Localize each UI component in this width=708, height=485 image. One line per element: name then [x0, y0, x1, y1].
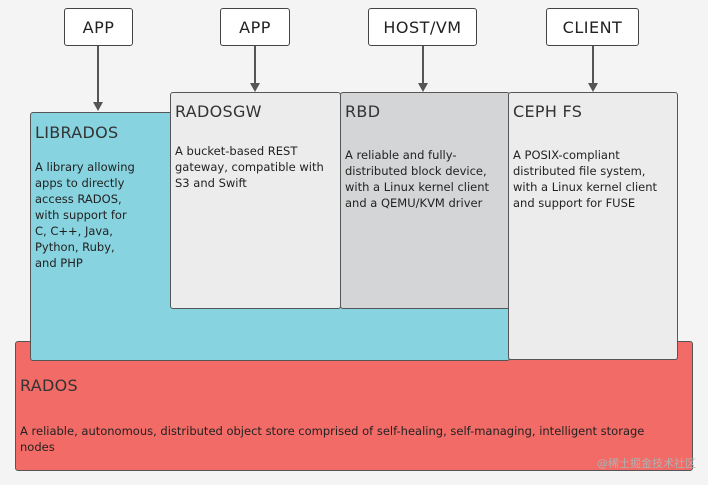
- cephfs-title: CEPH FS: [513, 102, 583, 121]
- radosgw-title: RADOSGW: [175, 102, 262, 121]
- app1-arrow-line: [97, 46, 99, 103]
- app-box-1: APP: [64, 8, 133, 46]
- cephfs-box: CEPH FS A POSIX-compliant distributed fi…: [508, 92, 678, 360]
- radosgw-description: A bucket-based REST gateway, compatible …: [175, 144, 324, 190]
- radosgw-box: RADOSGW A bucket-based REST gateway, com…: [170, 92, 341, 309]
- rbd-box: RBD A reliable and fully- distributed bl…: [340, 92, 510, 309]
- app2-arrow-head: [250, 83, 260, 92]
- rados-title: RADOS: [20, 376, 78, 395]
- client-arrow-head: [588, 83, 598, 92]
- librados-title: LIBRADOS: [35, 123, 119, 142]
- rados-description: A reliable, autonomous, distributed obje…: [20, 424, 645, 454]
- host-vm-arrow-line: [422, 46, 424, 84]
- rados-box: RADOS A reliable, autonomous, distribute…: [15, 341, 693, 471]
- app2-arrow-line: [254, 46, 256, 84]
- watermark: @稀土掘金技术社区: [597, 457, 696, 470]
- host-vm-box: HOST/VM: [368, 8, 477, 46]
- app1-arrow-head: [93, 102, 103, 111]
- host-vm-arrow-head: [418, 83, 428, 92]
- client-box: CLIENT: [546, 8, 639, 46]
- cephfs-description: A POSIX-compliant distributed file syste…: [513, 148, 658, 210]
- librados-description: A library allowing apps to directly acce…: [35, 160, 135, 270]
- rbd-description: A reliable and fully- distributed block …: [345, 148, 490, 210]
- app-box-2: APP: [220, 8, 290, 46]
- rbd-title: RBD: [345, 102, 381, 121]
- client-arrow-line: [592, 46, 594, 84]
